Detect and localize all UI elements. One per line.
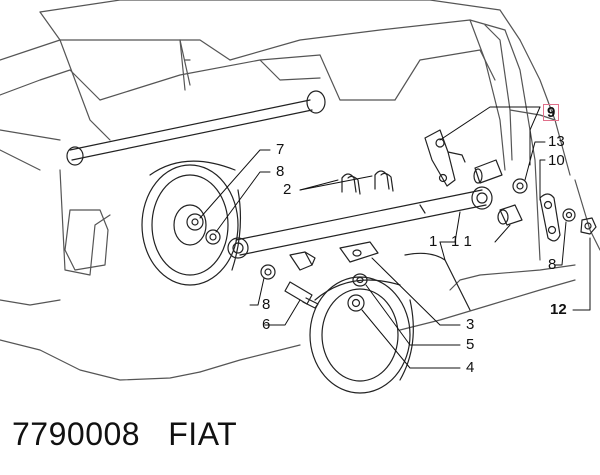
nut-5 bbox=[352, 273, 368, 287]
footer-spacer bbox=[140, 416, 168, 452]
callout-11: 1 1 bbox=[451, 233, 472, 250]
vehicle-body-outline bbox=[0, 0, 600, 381]
callout-8-lower-left: 8 bbox=[262, 296, 271, 313]
u-clamp-a bbox=[341, 173, 361, 195]
callout-10: 10 bbox=[548, 152, 565, 169]
bushing-11 bbox=[497, 204, 523, 226]
callout-13: 13 bbox=[548, 133, 565, 150]
pin-13 bbox=[473, 159, 503, 184]
link-plate-10 bbox=[539, 193, 561, 242]
callout-6: 6 bbox=[262, 316, 271, 333]
right-wheel bbox=[309, 252, 471, 394]
bushing-7 bbox=[186, 213, 204, 231]
bracket-9 bbox=[424, 129, 466, 187]
callout-7: 7 bbox=[276, 141, 285, 158]
u-clamp-b bbox=[374, 170, 394, 192]
left-wheel bbox=[141, 160, 241, 286]
nut-12 bbox=[580, 217, 597, 235]
brand-name: FIAT bbox=[168, 416, 238, 452]
washer-8b bbox=[260, 264, 276, 280]
rod-bracket bbox=[289, 251, 316, 271]
callout-9: 9 bbox=[543, 104, 560, 121]
leader-lines bbox=[199, 106, 591, 369]
washer-8a bbox=[205, 229, 221, 245]
upper-rod bbox=[66, 90, 326, 166]
bolt-6 bbox=[284, 281, 319, 309]
bushing-4 bbox=[347, 294, 365, 312]
callout-2: 2 bbox=[283, 181, 292, 198]
part-number: 7790008 bbox=[12, 416, 141, 452]
callout-8-right: 8 bbox=[548, 256, 557, 273]
bracket-plate-3 bbox=[339, 241, 379, 263]
callout-4: 4 bbox=[466, 359, 475, 376]
washer-8c bbox=[562, 208, 576, 222]
callout-8-upper-left: 8 bbox=[276, 163, 285, 180]
panhard-rod bbox=[227, 186, 493, 259]
callout-12: 12 bbox=[550, 301, 567, 318]
tailgate-outline bbox=[469, 19, 541, 261]
callout-1: 1 bbox=[429, 233, 438, 250]
footer: 7790008 FIAT bbox=[12, 416, 237, 453]
washer-13 bbox=[512, 178, 528, 194]
callout-5: 5 bbox=[466, 336, 475, 353]
callout-3: 3 bbox=[466, 316, 475, 333]
